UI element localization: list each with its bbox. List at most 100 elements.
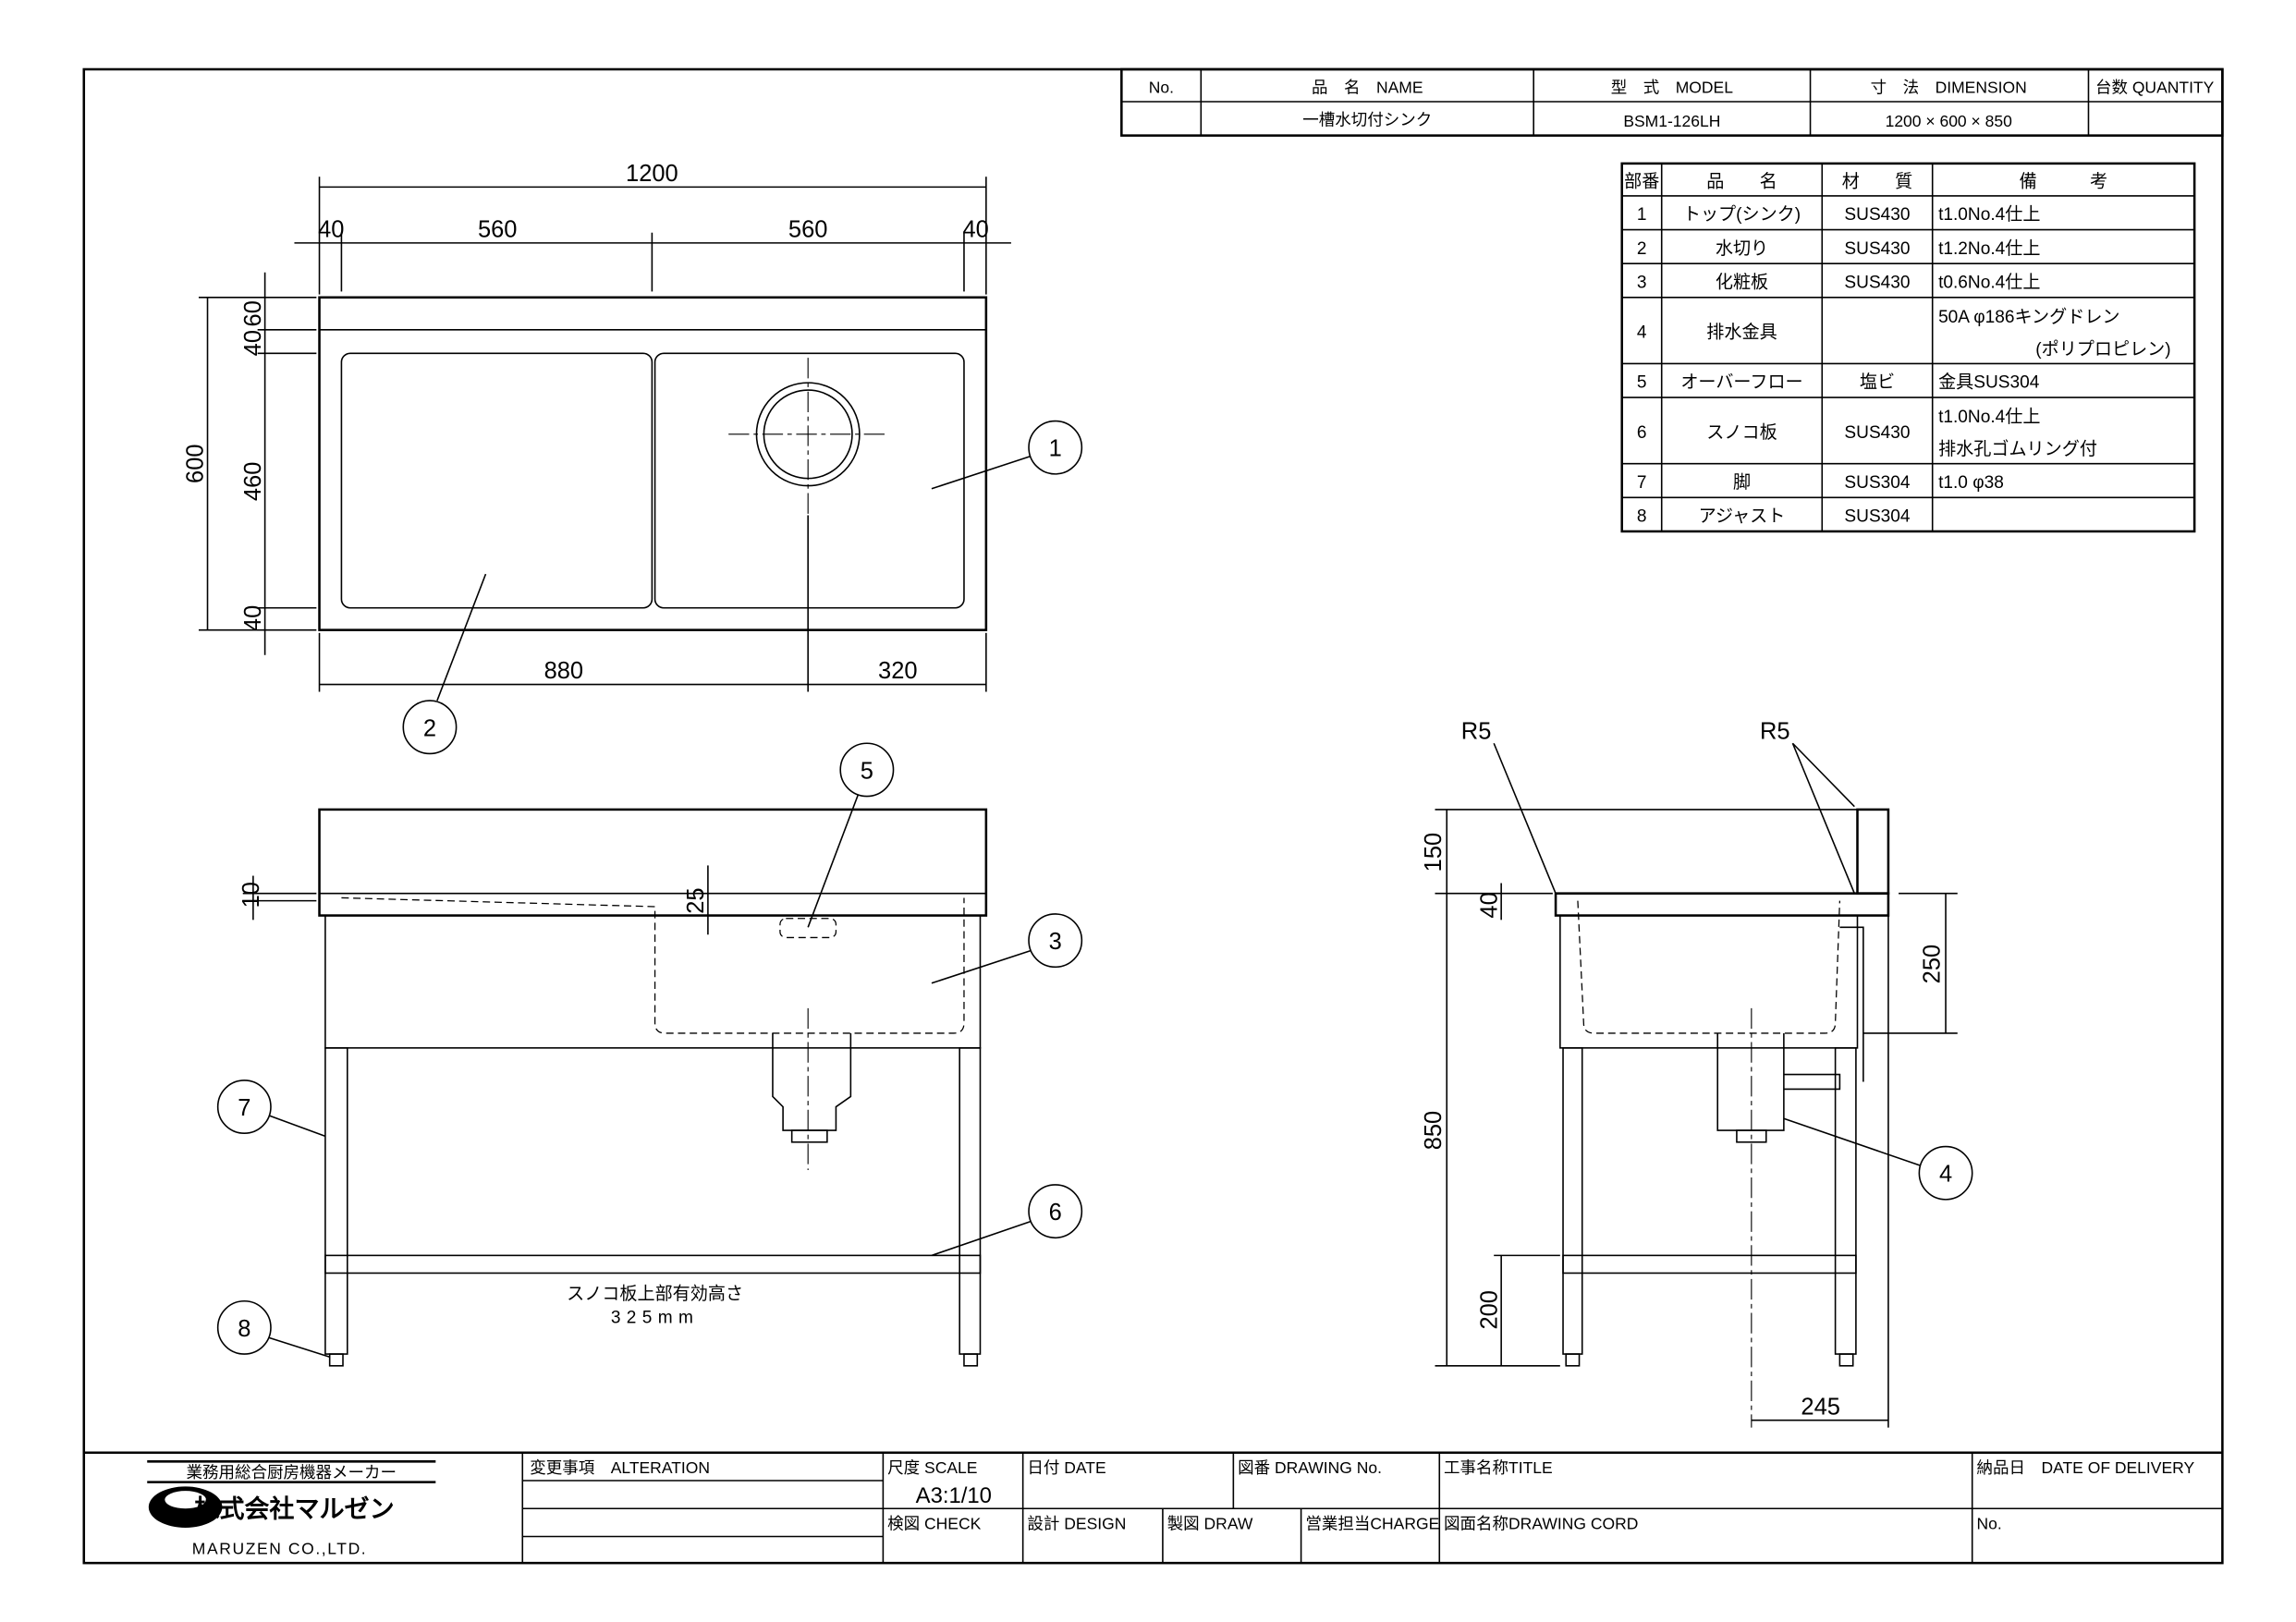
balloon-3: 3 xyxy=(1049,929,1062,955)
dim-overflow: 25 xyxy=(683,887,709,913)
dim-rim: 10 xyxy=(238,882,264,908)
title-label: 工事名称TITLE xyxy=(1444,1458,1553,1477)
drawing-no-label: 図番 DRAWING No. xyxy=(1238,1458,1382,1477)
part-name: 排水金具 xyxy=(1706,323,1777,343)
dim-front: 40 xyxy=(240,605,266,631)
part-note-2: (ポリプロピレン) xyxy=(2035,339,2170,360)
dim-inner: 460 xyxy=(240,462,266,501)
drainboard xyxy=(340,352,653,609)
draw-label: 製図 DRAW xyxy=(1167,1515,1253,1533)
shelf xyxy=(324,1254,982,1274)
part-number: 1 xyxy=(1637,205,1647,225)
sheet-border xyxy=(82,67,2224,1565)
leg-right xyxy=(959,1047,982,1355)
design-label: 設計 DESIGN xyxy=(1027,1515,1126,1533)
header-col-dimension: 寸 法 DIMENSION xyxy=(1871,78,2027,96)
header-table: No. 品 名 NAME 型 式 MODEL 寸 法 DIMENSION 台数 … xyxy=(1120,67,2224,137)
balloon-2: 2 xyxy=(423,715,436,741)
part-name: 水切り xyxy=(1716,238,1768,259)
side-view: 150 40 850 200 250 245 R5 R5 4 xyxy=(1421,718,1973,1428)
balloon-1: 1 xyxy=(1049,436,1062,462)
top-view: 1200 40 560 560 40 600 60 40 460 40 880 … xyxy=(183,161,1083,755)
company-name-en: MARUZEN CO.,LTD. xyxy=(192,1540,367,1558)
dim-backsplash: 150 xyxy=(1421,833,1447,872)
dim-right-width: 560 xyxy=(788,217,827,243)
part-name: オーバーフロー xyxy=(1680,373,1802,393)
part-number: 5 xyxy=(1637,373,1647,393)
sink-basin xyxy=(653,352,965,609)
part-material: SUS430 xyxy=(1844,273,1910,292)
part-name: スノコ板 xyxy=(1706,422,1777,443)
dim-back2: 40 xyxy=(240,330,266,356)
dim-right-margin: 40 xyxy=(963,217,989,243)
part-note: t1.0No.4仕上 xyxy=(1938,407,2040,427)
title-block: 業務用総合厨房機器メーカー 株式会社マルゼン MARUZEN CO.,LTD. … xyxy=(83,1451,2223,1564)
delivery-date-label: 納品日 DATE OF DELIVERY xyxy=(1976,1458,2194,1477)
part-note: t1.2No.4仕上 xyxy=(1938,238,2040,259)
part-name: 脚 xyxy=(1733,472,1751,493)
header-col-name: 品 名 NAME xyxy=(1312,78,1423,96)
dim-drain-x: 880 xyxy=(544,658,584,684)
balloon-7: 7 xyxy=(238,1095,250,1121)
header-col-model: 型 式 MODEL xyxy=(1611,78,1733,96)
number-label: No. xyxy=(1976,1515,2001,1533)
header-col-no: No. xyxy=(1149,78,1174,96)
balloon-6: 6 xyxy=(1049,1200,1062,1226)
part-number: 7 xyxy=(1637,473,1647,493)
part-note: 金具SUS304 xyxy=(1938,372,2040,393)
dim-back: 60 xyxy=(240,300,266,326)
part-material: SUS430 xyxy=(1844,239,1910,259)
balloon-4: 4 xyxy=(1939,1162,1952,1188)
shelf-note-value: 325mm xyxy=(611,1309,700,1328)
product-name: 一槽水切付シンク xyxy=(1302,110,1432,128)
radius-left: R5 xyxy=(1461,718,1492,744)
part-number: 2 xyxy=(1637,239,1647,259)
dim-shelf-height: 200 xyxy=(1476,1290,1502,1329)
charge-label: 営業担当CHARGE xyxy=(1305,1515,1439,1533)
part-note: 50A φ186キングドレン xyxy=(1938,307,2119,327)
part-name: 化粧板 xyxy=(1716,272,1768,292)
part-number: 4 xyxy=(1637,323,1647,343)
part-name: アジャスト xyxy=(1699,507,1786,527)
part-material: SUS430 xyxy=(1844,205,1910,225)
part-note: t1.0No.4仕上 xyxy=(1938,204,2040,225)
part-note: t0.6No.4仕上 xyxy=(1938,272,2040,292)
dim-side-rim: 40 xyxy=(1476,892,1502,918)
scale-label: 尺度 SCALE xyxy=(887,1458,977,1477)
parts-col-header: 部番 xyxy=(1624,171,1659,191)
dim-depth: 600 xyxy=(183,444,209,483)
radius-right: R5 xyxy=(1760,718,1790,744)
alteration-label: 変更事項 ALTERATION xyxy=(530,1458,710,1477)
part-material: SUS430 xyxy=(1844,423,1910,443)
dim-drain-right: 320 xyxy=(878,658,917,684)
part-material: SUS304 xyxy=(1844,473,1910,493)
part-number: 3 xyxy=(1637,273,1647,292)
date-label: 日付 DATE xyxy=(1027,1458,1105,1477)
part-note: t1.0 φ38 xyxy=(1938,473,2004,493)
dim-left-margin: 40 xyxy=(318,217,344,243)
parts-col-header: 材 質 xyxy=(1842,171,1912,191)
dim-height: 850 xyxy=(1421,1111,1447,1151)
header-col-quantity: 台数 QUANTITY xyxy=(2095,78,2215,96)
part-name: トップ(シンク) xyxy=(1683,204,1801,225)
dim-drain-offset: 245 xyxy=(1801,1394,1839,1420)
drawing-cord-label: 図面名称DRAWING CORD xyxy=(1444,1515,1638,1533)
leg-left xyxy=(324,1047,348,1355)
company-name-jp: 株式会社マルゼン xyxy=(194,1494,394,1523)
dim-left-width: 560 xyxy=(478,217,518,243)
parts-col-header: 備 考 xyxy=(2020,171,2107,191)
maker-tagline: 業務用総合厨房機器メーカー xyxy=(187,1463,397,1482)
part-material: 塩ビ xyxy=(1860,372,1895,393)
balloon-5: 5 xyxy=(861,758,873,784)
balloon-8: 8 xyxy=(238,1316,250,1342)
part-material: SUS304 xyxy=(1844,507,1910,527)
part-number: 8 xyxy=(1637,507,1647,527)
maruzen-logo-icon: 株式会社マルゼン xyxy=(148,1486,395,1528)
shelf-note-label: スノコ板上部有効高さ xyxy=(567,1284,743,1304)
part-number: 6 xyxy=(1637,423,1647,443)
front-view: 10 25 スノコ板上部有効高さ 325mm 5 3 7 6 8 xyxy=(216,742,1083,1367)
part-note-2: 排水孔ゴムリング付 xyxy=(1938,439,2097,459)
dim-bowl-depth: 250 xyxy=(1920,945,1946,983)
